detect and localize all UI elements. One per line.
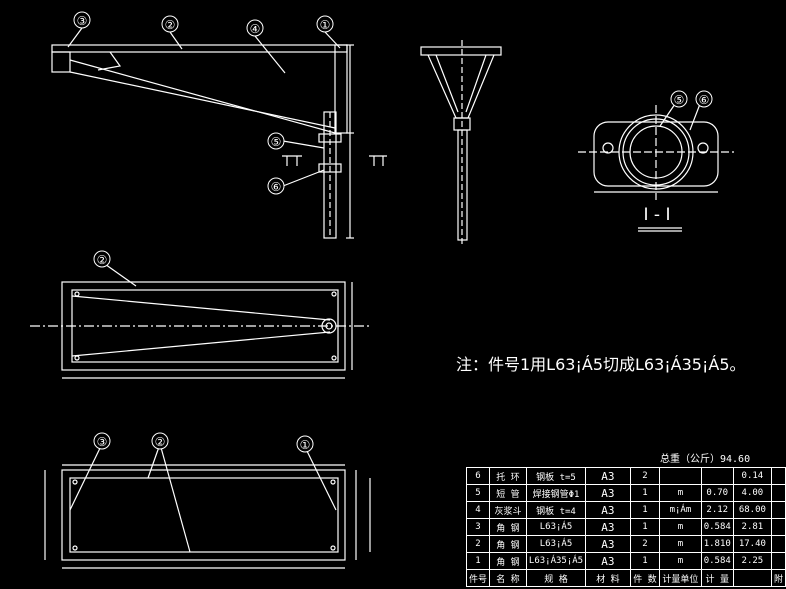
table-cell-spec: L63¡Á5 xyxy=(525,518,587,536)
table-header-unit: 计量单位 xyxy=(659,569,702,587)
table-cell-unit: m xyxy=(659,535,702,553)
table-cell-remark xyxy=(770,535,786,553)
table-cell-material: A3 xyxy=(585,501,631,519)
table-cell-unit-weight: 0.584 xyxy=(700,518,734,536)
table-cell-unit: m xyxy=(659,518,702,536)
table-cell-spec: 焊接钢管Φ1 xyxy=(525,484,587,502)
section-callout-6: ⑥ xyxy=(699,93,710,107)
total-weight: 总重（公斤）94.60 xyxy=(660,454,751,465)
callout-4: ④ xyxy=(250,22,261,36)
table-cell-spec: L63¡Á5 xyxy=(525,535,587,553)
table-cell-remark xyxy=(770,484,786,502)
table-cell-qty: 2 xyxy=(629,467,661,485)
elevation-view xyxy=(51,27,387,239)
table-cell-material: A3 xyxy=(585,467,631,485)
section-view xyxy=(578,103,734,232)
table-cell-spec: 钢板 t=4 xyxy=(525,501,587,519)
table-cell-no: 3 xyxy=(465,518,491,536)
table-cell-qty: 1 xyxy=(629,484,661,502)
side-view xyxy=(420,40,502,244)
callout-3: ③ xyxy=(77,14,88,28)
table-cell-material: A3 xyxy=(585,518,631,536)
table-cell-material: A3 xyxy=(585,535,631,553)
callout-5: ⑤ xyxy=(271,135,282,149)
table-cell-qty: 1 xyxy=(629,552,661,570)
table-header-spec: 规 格 xyxy=(525,569,587,587)
section-callout-5: ⑤ xyxy=(674,93,685,107)
table-cell-material: A3 xyxy=(585,484,631,502)
table-cell-name: 角 钢 xyxy=(489,552,527,570)
table-cell-no: 4 xyxy=(465,501,491,519)
table-cell-material: A3 xyxy=(585,552,631,570)
table-header-unit-weight: 计 量 xyxy=(700,569,734,587)
table-cell-spec: 钢板 t=5 xyxy=(525,467,587,485)
table-cell-name: 灰浆斗 xyxy=(489,501,527,519)
table-cell-remark xyxy=(770,552,786,570)
table-cell-name: 托 环 xyxy=(489,467,527,485)
table-cell-weight: 2.81 xyxy=(732,518,772,536)
table-cell-qty: 1 xyxy=(629,501,661,519)
table-header-material: 材 料 xyxy=(585,569,631,587)
table-cell-weight: 68.00 xyxy=(732,501,772,519)
table-cell-no: 5 xyxy=(465,484,491,502)
frame-callout-2: ② xyxy=(155,435,166,449)
table-cell-unit-weight: 0.584 xyxy=(700,552,734,570)
section-label: I - I xyxy=(644,205,671,225)
table-cell-unit-weight xyxy=(700,467,734,485)
table-cell-qty: 2 xyxy=(629,535,661,553)
table-cell-unit xyxy=(659,467,702,485)
table-cell-name: 短 管 xyxy=(489,484,527,502)
table-cell-weight: 0.14 xyxy=(732,467,772,485)
table-cell-spec: L63¡Á35¡Á5 xyxy=(525,552,587,570)
table-header-row: 件号名 称规 格材 料件 数计量单位计 量 附 xyxy=(465,569,786,587)
table-cell-no: 1 xyxy=(465,552,491,570)
table-cell-name: 角 钢 xyxy=(489,535,527,553)
table-cell-unit-weight: 2.12 xyxy=(700,501,734,519)
plan-view xyxy=(30,261,370,379)
table-cell-name: 角 钢 xyxy=(489,518,527,536)
frame-callout-1: ① xyxy=(300,438,311,452)
table-cell-unit: m xyxy=(659,484,702,502)
table-cell-remark xyxy=(770,501,786,519)
plan-callout-2: ② xyxy=(97,253,108,267)
callout-1: ① xyxy=(320,18,331,32)
table-header-no: 件号 xyxy=(465,569,491,587)
table-cell-remark xyxy=(770,467,786,485)
table-cell-unit-weight: 0.70 xyxy=(700,484,734,502)
table-cell-no: 2 xyxy=(465,535,491,553)
table-cell-unit: m¡Ám xyxy=(659,501,702,519)
table-cell-weight: 2.25 xyxy=(732,552,772,570)
table-header-name: 名 称 xyxy=(489,569,527,587)
table-cell-weight: 4.00 xyxy=(732,484,772,502)
table-header-remark: 附 xyxy=(770,569,786,587)
table-cell-remark xyxy=(770,518,786,536)
frame-view xyxy=(44,443,371,569)
table-cell-unit-weight: 1.810 xyxy=(700,535,734,553)
table-cell-unit: m xyxy=(659,552,702,570)
frame-callout-3: ③ xyxy=(97,435,108,449)
table-cell-no: 6 xyxy=(465,467,491,485)
callout-6: ⑥ xyxy=(271,180,282,194)
callout-2: ② xyxy=(165,18,176,32)
table-cell-qty: 1 xyxy=(629,518,661,536)
table-header-qty: 件 数 xyxy=(629,569,661,587)
drawing-note: 注：件号1用L63¡Á5切成L63¡Á35¡Á5。 xyxy=(456,355,746,374)
table-header-weight xyxy=(732,569,772,587)
table-cell-weight: 17.40 xyxy=(732,535,772,553)
